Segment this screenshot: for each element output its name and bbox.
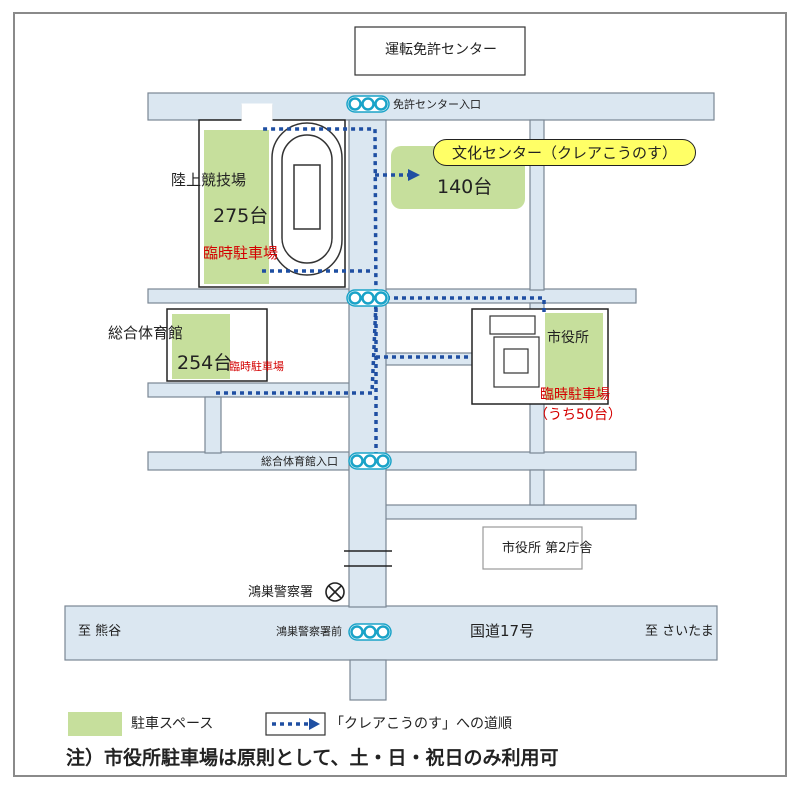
license-center-signal	[346, 95, 390, 113]
police-front-label: 鴻巣警察署前	[276, 625, 342, 638]
culture-center-spaces: 140台	[437, 176, 493, 198]
middle-road-signal	[346, 289, 390, 307]
annex-box	[482, 526, 583, 570]
signal-lamp	[374, 291, 388, 305]
road-main-vertical	[348, 119, 387, 608]
signal-lamp	[374, 97, 388, 111]
city-hall-temp-note: （うち50台）	[534, 407, 622, 423]
city-hall-graphic	[471, 308, 609, 405]
map-frame	[13, 12, 787, 777]
footnote: 注）市役所駐車場は原則として、土・日・祝日のみ利用可	[66, 747, 559, 769]
culture-center-callout: 文化センター（クレアこうのす）	[433, 139, 696, 166]
road-cityhall-link	[384, 352, 474, 366]
road-network	[64, 92, 718, 701]
signal-lamp	[361, 291, 375, 305]
gym-temp-label: 臨時駐車場	[229, 360, 284, 373]
gym-graphic	[166, 308, 268, 382]
road-right-vertical-4	[529, 469, 545, 506]
police-front-signal	[348, 623, 392, 641]
gym-label: 総合体育館	[108, 324, 184, 342]
bridge-marks	[344, 550, 392, 567]
gym-entrance-label: 総合体育館入口	[261, 455, 338, 468]
signal-lamp	[376, 625, 390, 639]
legend-parking-label: 駐車スペース	[131, 716, 214, 732]
gym-spaces: 254台	[177, 352, 233, 374]
to-kumagaya-label: 至 熊谷	[78, 624, 122, 639]
signal-lamp	[348, 291, 362, 305]
road-right-lower	[384, 504, 637, 520]
road-gym-lower	[147, 382, 356, 398]
legend-parking-swatch	[68, 712, 122, 736]
signal-lamp	[376, 454, 390, 468]
gym-parking	[172, 314, 230, 379]
stadium-temp-label: 臨時駐車場	[203, 244, 279, 262]
stadium-parking	[204, 130, 269, 284]
city-hall-temp-label: 臨時駐車場	[540, 387, 610, 403]
license-center-label: 運転免許センター	[385, 42, 497, 58]
license-center-entrance-label: 免許センター入口	[393, 98, 481, 111]
city-hall-annex-label: 市役所 第2庁舎	[502, 541, 593, 556]
city-hall-parking	[545, 313, 603, 400]
road-middle	[147, 288, 637, 304]
road-gym-entrance	[147, 451, 637, 471]
stadium-label: 陸上競技場	[171, 171, 247, 189]
road-main-south	[349, 659, 387, 701]
license-center-box	[354, 26, 526, 76]
route-to-clair	[216, 127, 546, 464]
legend-route-box	[265, 712, 326, 736]
signal-lamp	[361, 97, 375, 111]
gym-entrance-signal	[348, 452, 392, 470]
route17-label: 国道17号	[470, 622, 535, 640]
culture-center-label: 文化センター（クレアこうのす）	[451, 144, 677, 162]
signal-lamp	[348, 97, 362, 111]
signal-lamp	[363, 454, 377, 468]
signal-lamp	[350, 454, 364, 468]
road-left-vertical	[204, 396, 222, 454]
route-arrowhead	[408, 169, 420, 181]
police-label: 鴻巣警察署	[248, 585, 314, 600]
traffic-lights	[346, 95, 392, 641]
to-saitama-label: 至 さいたま	[645, 624, 714, 639]
police-symbol	[325, 582, 345, 602]
city-hall-label: 市役所	[547, 330, 589, 346]
stadium-graphic	[198, 103, 346, 288]
stadium-spaces: 275台	[213, 205, 269, 227]
signal-lamp	[350, 625, 364, 639]
signal-lamp	[363, 625, 377, 639]
legend-route-label: 「クレアこうのす」への道順	[330, 716, 512, 732]
